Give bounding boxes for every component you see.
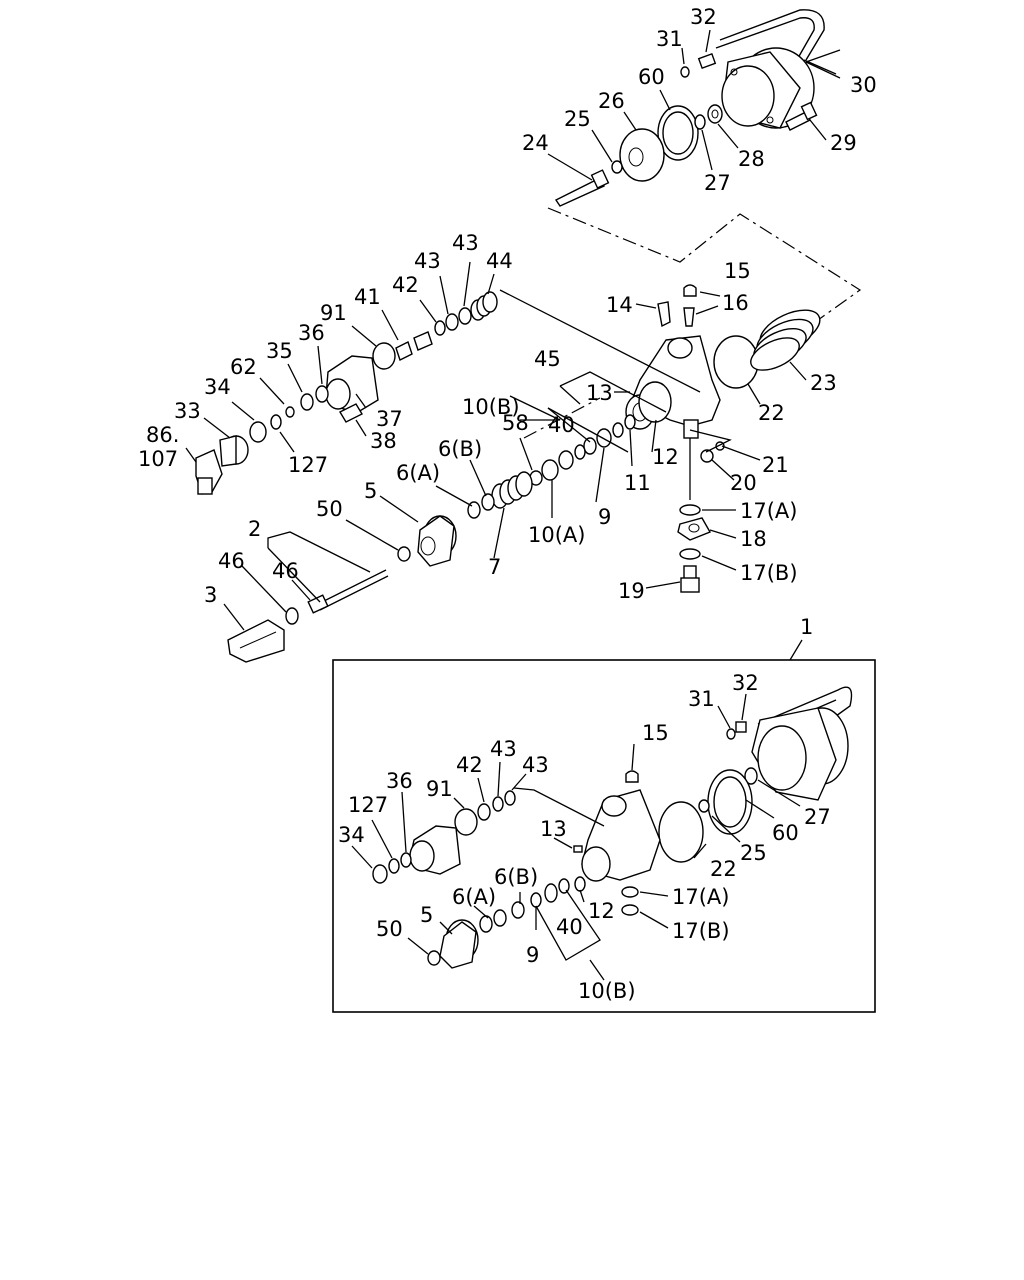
inset-label-91: 91 — [426, 777, 453, 801]
inset-label-17A: 17(A) — [672, 885, 729, 909]
booster-assembly-group — [547, 9, 862, 321]
label-17A: 17(A) — [740, 499, 797, 523]
label-62: 62 — [230, 355, 257, 379]
spring-7 — [491, 471, 533, 509]
label-3: 3 — [204, 583, 217, 607]
label-9: 9 — [598, 505, 611, 529]
label-91: 91 — [320, 301, 347, 325]
inset-label-13: 13 — [540, 817, 567, 841]
inset-label-50: 50 — [376, 917, 403, 941]
label-50: 50 — [316, 497, 343, 521]
inset-label-31: 31 — [688, 687, 715, 711]
label-34: 34 — [204, 375, 231, 399]
label-86: 86. — [146, 423, 179, 447]
inset-label-12: 12 — [588, 899, 615, 923]
inset-label-15: 15 — [642, 721, 669, 745]
label-10B: 10(B) — [462, 395, 520, 419]
label-15: 15 — [724, 259, 751, 283]
inset-part-number-labels: 31 32 15 42 43 43 36 91 127 34 13 22 25 … — [338, 671, 831, 1003]
label-29: 29 — [830, 131, 857, 155]
label-33: 33 — [174, 399, 201, 423]
label-58: 58 — [502, 411, 529, 435]
inset-label-27: 27 — [804, 805, 831, 829]
inset-label-40: 40 — [556, 915, 583, 939]
inset-label-34: 34 — [338, 823, 365, 847]
label-25: 25 — [564, 107, 591, 131]
inset-label-32: 32 — [732, 671, 759, 695]
label-38: 38 — [370, 429, 397, 453]
label-31: 31 — [656, 27, 683, 51]
label-35: 35 — [266, 339, 293, 363]
label-1: 1 — [800, 615, 813, 639]
inset-label-5: 5 — [420, 903, 433, 927]
label-41: 41 — [354, 285, 381, 309]
label-14: 14 — [606, 293, 633, 317]
inset-label-6A: 6(A) — [452, 885, 496, 909]
inset-label-36: 36 — [386, 769, 413, 793]
label-30: 30 — [850, 73, 877, 97]
label-11: 11 — [624, 471, 651, 495]
label-18: 18 — [740, 527, 767, 551]
part-number-labels: 32 31 30 60 26 25 24 29 28 27 43 43 44 4… — [138, 5, 877, 639]
label-40: 40 — [548, 413, 575, 437]
label-45: 45 — [534, 347, 561, 371]
label-107: 107 — [138, 447, 178, 471]
label-37: 37 — [376, 407, 403, 431]
label-60: 60 — [638, 65, 665, 89]
label-23: 23 — [810, 371, 837, 395]
spring-44 — [470, 291, 498, 321]
label-6B: 6(B) — [438, 437, 482, 461]
label-28: 28 — [738, 147, 765, 171]
label-13: 13 — [586, 381, 613, 405]
inset-label-6B: 6(B) — [494, 865, 538, 889]
inset-label-127: 127 — [348, 793, 388, 817]
label-20: 20 — [730, 471, 757, 495]
label-10A: 10(A) — [528, 523, 585, 547]
label-26: 26 — [598, 89, 625, 113]
label-21: 21 — [762, 453, 789, 477]
label-12: 12 — [652, 445, 679, 469]
inset-label-9: 9 — [526, 943, 539, 967]
assembly-1-inset-frame — [332, 659, 876, 1013]
inset-assembly-group — [372, 686, 853, 969]
inset-label-17B: 17(B) — [672, 919, 730, 943]
inset-label-43-b: 43 — [522, 753, 549, 777]
label-24: 24 — [522, 131, 549, 155]
label-6A: 6(A) — [396, 461, 440, 485]
spring-23 — [750, 309, 821, 371]
label-36: 36 — [298, 321, 325, 345]
inset-label-60: 60 — [772, 821, 799, 845]
label-2: 2 — [248, 517, 261, 541]
inset-label-42: 42 — [456, 753, 483, 777]
label-22: 22 — [758, 401, 785, 425]
label-42: 42 — [392, 273, 419, 297]
label-43-a: 43 — [452, 231, 479, 255]
inset-label-43-a: 43 — [490, 737, 517, 761]
label-32: 32 — [690, 5, 717, 29]
label-19: 19 — [618, 579, 645, 603]
label-7: 7 — [488, 555, 501, 579]
label-46-b: 46 — [272, 559, 299, 583]
label-127: 127 — [288, 453, 328, 477]
inset-label-22: 22 — [710, 857, 737, 881]
inset-label-10B: 10(B) — [578, 979, 636, 1003]
label-27: 27 — [704, 171, 731, 195]
inset-leader-lines — [351, 693, 801, 981]
leader-lines — [185, 29, 841, 631]
label-44: 44 — [486, 249, 513, 273]
label-17B: 17(B) — [740, 561, 798, 585]
label-5: 5 — [364, 479, 377, 503]
inset-label-25: 25 — [740, 841, 767, 865]
label-16: 16 — [722, 291, 749, 315]
valve-body-assembly-group — [195, 284, 821, 663]
label-46-a: 46 — [218, 549, 245, 573]
label-43-b: 43 — [414, 249, 441, 273]
